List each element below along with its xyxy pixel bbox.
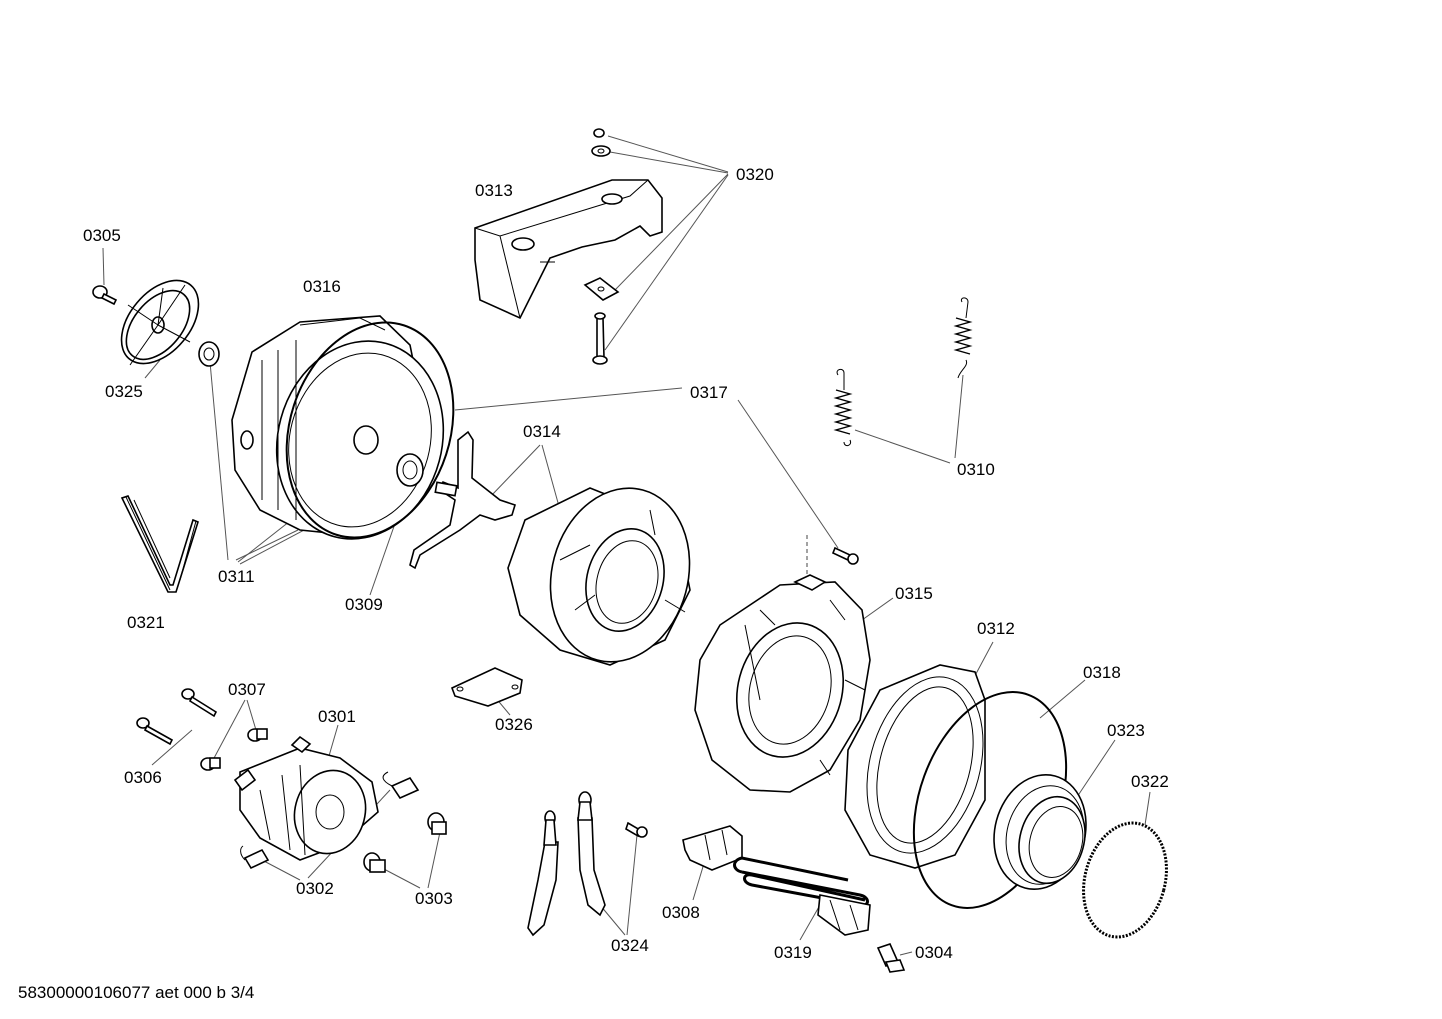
label-0321: 0321 (127, 613, 165, 632)
label-0307: 0307 (228, 680, 266, 699)
drawing-reference-footer: 58300000106077 aet 000 b 3/4 (18, 983, 254, 1002)
part-0301-motor (233, 735, 379, 861)
label-0326: 0326 (495, 715, 533, 734)
part-0317-screw (831, 546, 859, 565)
part-0321-drive-belt (120, 495, 199, 593)
part-0323-door-ring (993, 773, 1087, 891)
label-0308: 0308 (662, 903, 700, 922)
label-0304: 0304 (915, 943, 953, 962)
part-0305-screw (92, 285, 118, 306)
label-0315: 0315 (895, 584, 933, 603)
label-0301: 0301 (318, 707, 356, 726)
label-0314: 0314 (523, 422, 561, 441)
label-0309: 0309 (345, 595, 383, 614)
part-0319-heater (733, 856, 871, 936)
label-0306: 0306 (124, 768, 162, 787)
label-0302: 0302 (296, 879, 334, 898)
label-0311: 0311 (218, 567, 255, 586)
label-0317: 0317 (690, 383, 728, 402)
label-0316: 0316 (303, 277, 341, 296)
label-0322: 0322 (1131, 772, 1169, 791)
leader-lines (102, 135, 1151, 956)
label-0305: 0305 (83, 226, 121, 245)
label-0318: 0318 (1083, 663, 1121, 682)
label-0319: 0319 (774, 943, 812, 962)
part-0308-bracket (682, 825, 743, 871)
part-0306-screws (136, 688, 218, 746)
part-0315-front-tub (694, 574, 871, 793)
part-0310-springs (833, 297, 973, 447)
part-0307-mounts (200, 728, 268, 771)
part-0314-drum-spider (409, 430, 516, 570)
label-0312: 0312 (977, 619, 1015, 638)
part-0311-bearing (198, 341, 220, 367)
part-0312-collar (844, 664, 986, 869)
part-0314-drum (507, 487, 691, 666)
part-0325-pulley (120, 279, 200, 366)
part-0326-plate (450, 667, 523, 707)
part-0313-support-bracket (474, 179, 663, 320)
label-0303: 0303 (415, 889, 453, 908)
label-0323: 0323 (1107, 721, 1145, 740)
part-0302-carbon-brushes (240, 771, 420, 870)
part-0304-sensor (876, 943, 906, 973)
label-0324: 0324 (611, 936, 649, 955)
part-0322-spring-clamp (1082, 821, 1168, 939)
label-0313: 0313 (475, 181, 513, 200)
label-0310: 0310 (957, 460, 995, 479)
part-0303-bushings (363, 812, 447, 873)
part-0320-fasteners (583, 128, 620, 365)
label-0325: 0325 (105, 382, 143, 401)
label-0320: 0320 (736, 165, 774, 184)
part-0324-shock-absorbers (527, 791, 648, 937)
part-labels: 0301 0302 0303 0304 0305 0306 0307 0308 … (83, 165, 1169, 962)
part-0316-rear-tub (231, 315, 445, 540)
part-0309-tub-seal (285, 321, 455, 539)
